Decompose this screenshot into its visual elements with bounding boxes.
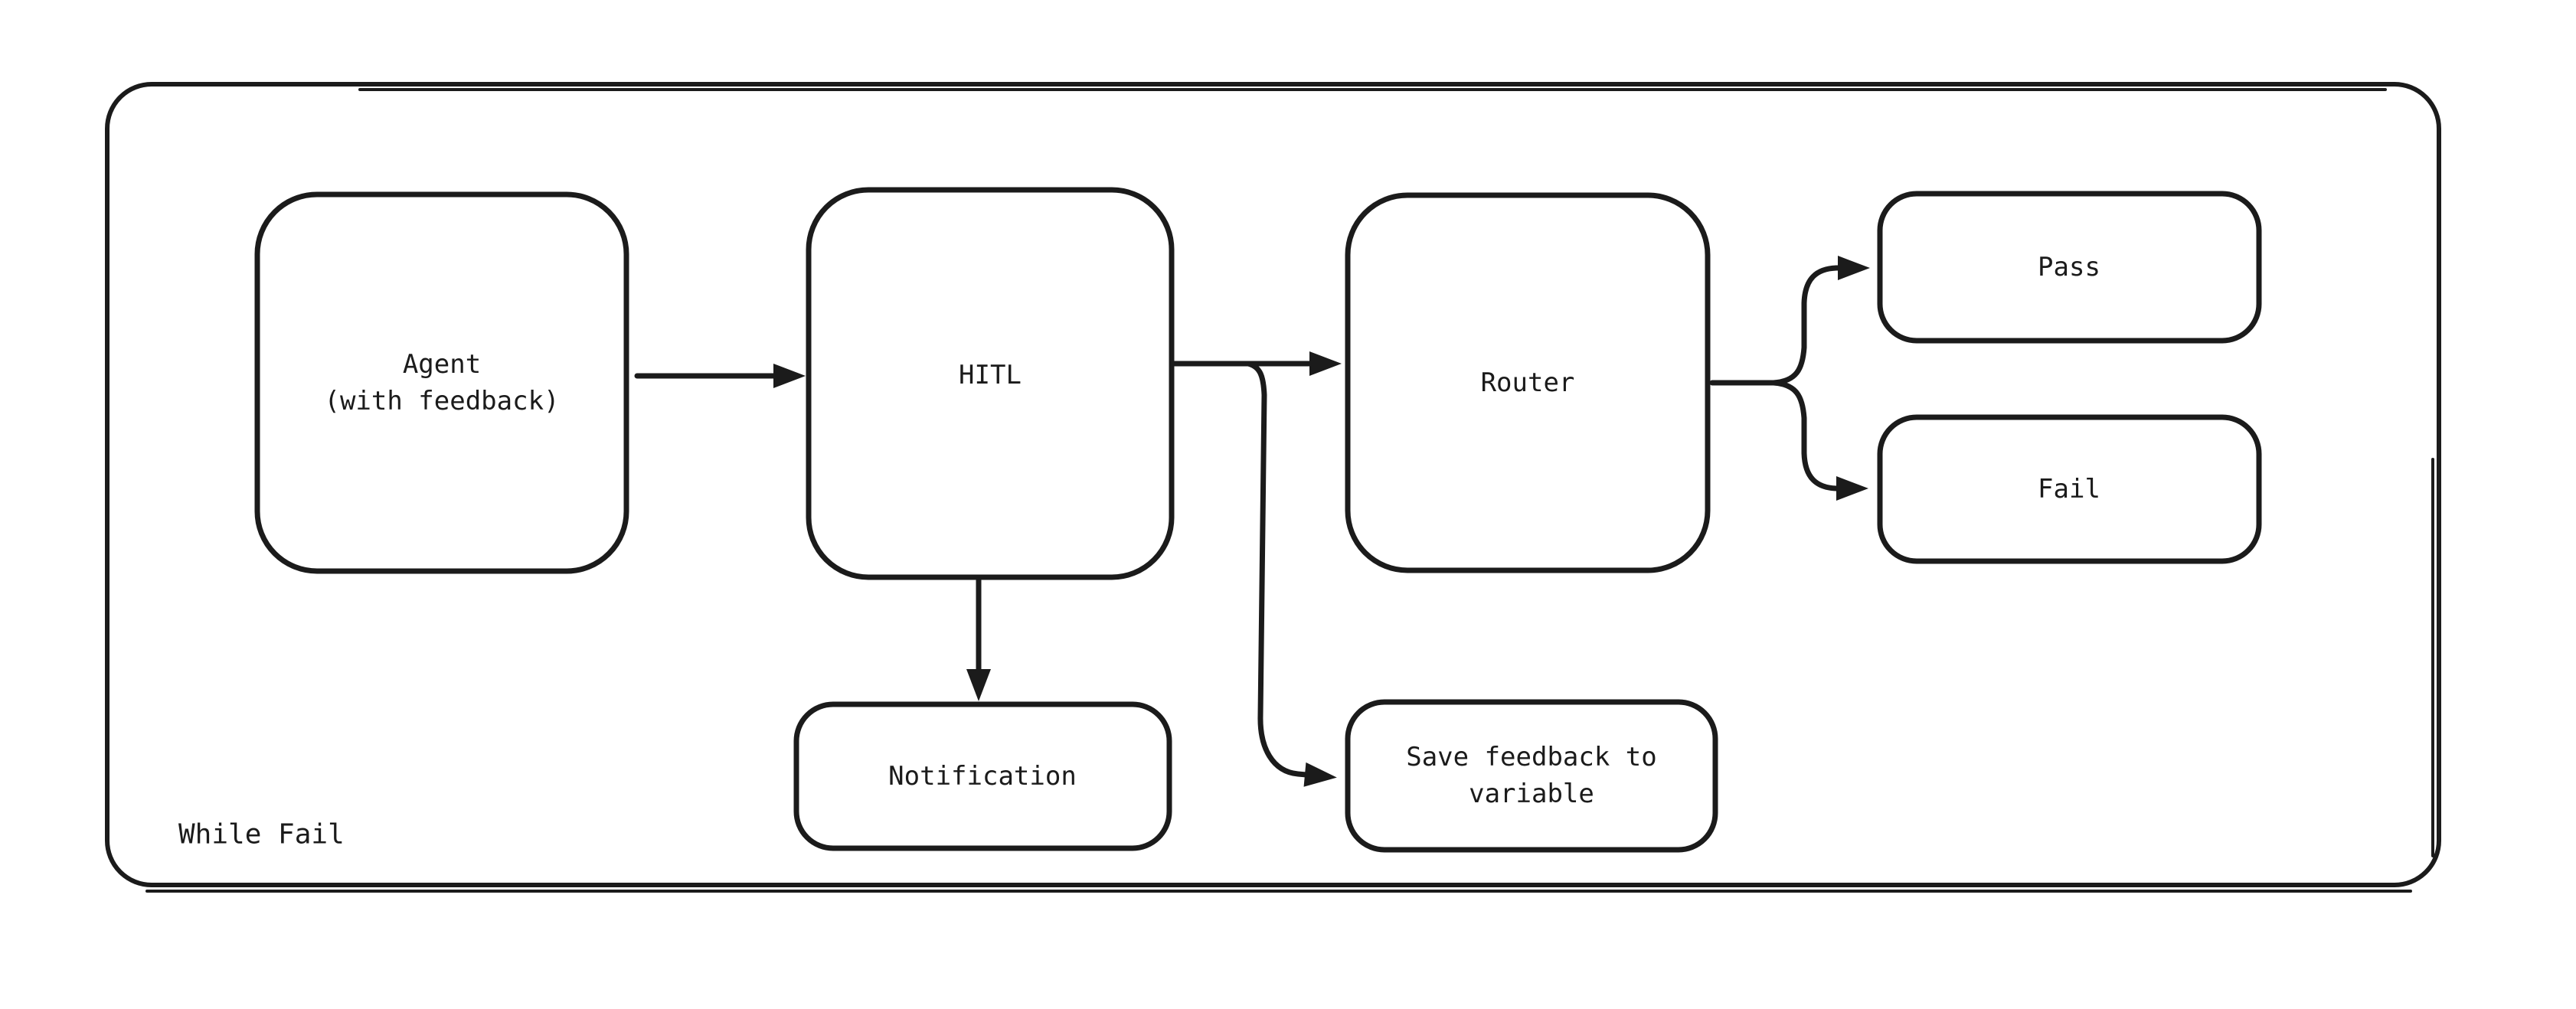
save-feedback-node-label-line1: Save feedback to xyxy=(1406,742,1657,772)
node-router: Router xyxy=(1345,192,1711,573)
while-fail-container-box[interactable] xyxy=(105,82,2441,887)
edge-router-to-pass[interactable] xyxy=(1709,256,1870,386)
node-fail: Fail xyxy=(1877,414,2262,564)
node-hitl: HITL xyxy=(806,187,1175,580)
node-agent: Agent (with feedback) xyxy=(254,191,629,574)
fail-node-label: Fail xyxy=(2038,474,2100,504)
fail-node-box[interactable] xyxy=(1877,414,2262,564)
notification-node-box[interactable] xyxy=(793,701,1172,851)
agent-node-label-line2: (with feedback) xyxy=(324,386,559,416)
pass-node-box[interactable] xyxy=(1877,191,2262,344)
save-feedback-node-box[interactable] xyxy=(1345,699,1718,853)
node-notification: Notification xyxy=(793,701,1172,851)
hitl-node-label: HITL xyxy=(959,360,1022,390)
edges-layer xyxy=(634,256,1870,787)
while-fail-label: While Fail xyxy=(178,819,345,851)
node-save-feedback: Save feedback to variable xyxy=(1345,699,1718,853)
agent-node-box[interactable] xyxy=(254,191,629,574)
router-node-box[interactable] xyxy=(1345,192,1711,573)
while-fail-container: While Fail xyxy=(105,82,2441,893)
edge-hitl-to-save-feedback[interactable] xyxy=(1245,361,1337,787)
hitl-node-box[interactable] xyxy=(806,187,1175,580)
edge-router-to-fail[interactable] xyxy=(1770,380,1868,501)
node-pass: Pass xyxy=(1877,191,2262,344)
save-feedback-node-label-line2: variable xyxy=(1469,779,1594,809)
agent-node-label-line1: Agent xyxy=(403,349,481,380)
notification-node-label: Notification xyxy=(888,761,1077,792)
router-node-label: Router xyxy=(1481,367,1575,398)
pass-node-label: Pass xyxy=(2038,252,2100,282)
